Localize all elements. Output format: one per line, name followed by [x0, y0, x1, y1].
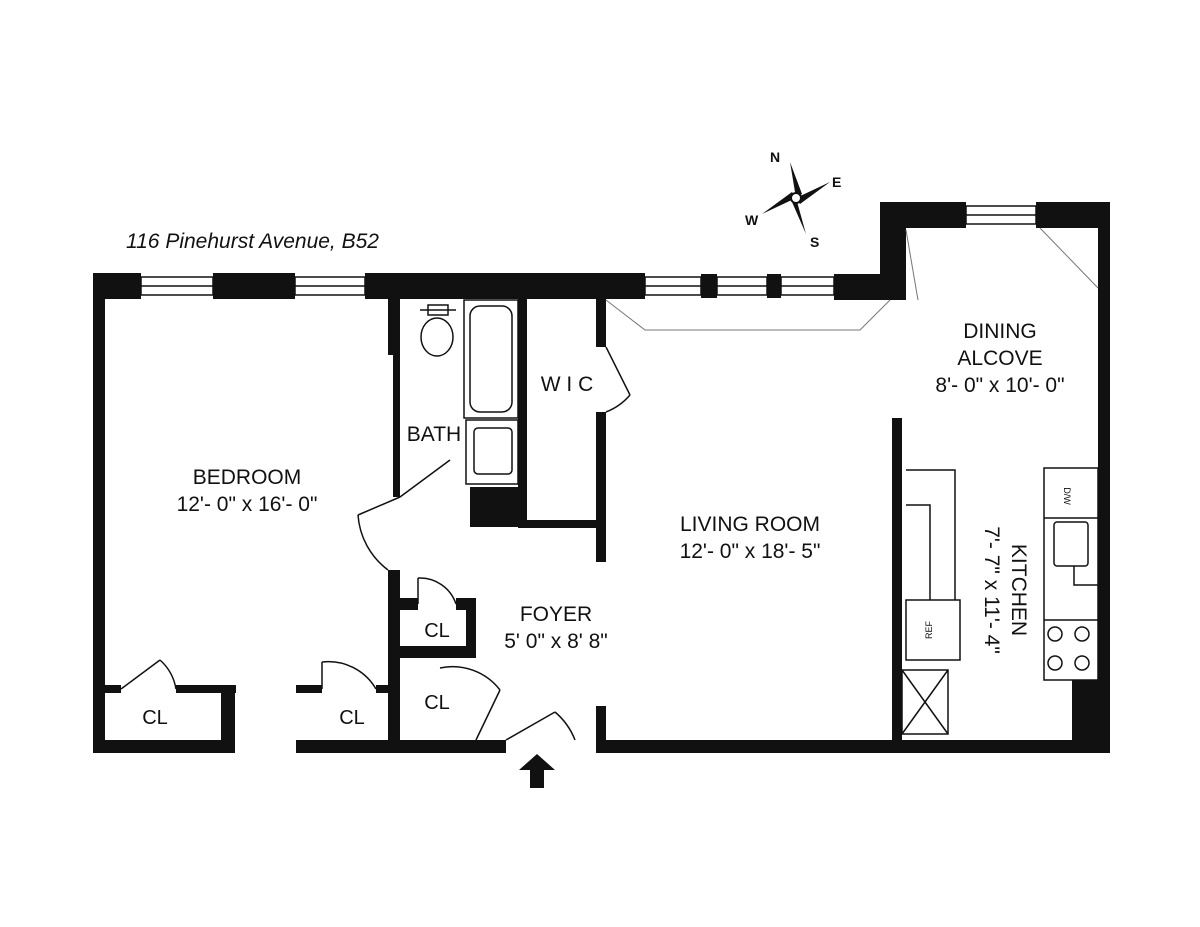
compass-w: W: [745, 212, 759, 228]
elevator-shaft: [901, 669, 949, 735]
toilet: [420, 317, 454, 357]
closet-label: CL: [339, 707, 365, 729]
dishwasher-label: D/W: [1062, 487, 1072, 505]
walls: [93, 202, 1110, 753]
compass-e: E: [832, 174, 841, 190]
doors: [120, 346, 631, 741]
closet-label: CL: [424, 620, 450, 642]
closet-label: CL: [142, 707, 168, 729]
bath-fixtures: [420, 299, 519, 485]
foyer-dims: 5' 0" x 8' 8": [504, 630, 607, 653]
entry-arrow-icon: [519, 754, 555, 788]
bath-sink: [465, 419, 519, 485]
bath-name: BATH: [407, 423, 461, 446]
dining-dims: 8'- 0" x 10'- 0": [935, 374, 1064, 397]
bedroom-dims: 12'- 0" x 16'- 0": [177, 493, 318, 516]
closet-label: CL: [424, 692, 450, 714]
compass-s: S: [810, 234, 819, 250]
compass-icon: N E S W: [745, 149, 841, 250]
dining-name-line2: ALCOVE: [957, 347, 1042, 370]
foyer-name: FOYER: [520, 603, 592, 626]
bedroom-name: BEDROOM: [193, 466, 302, 489]
windows: [140, 205, 1037, 296]
kitchen-fixtures: [901, 467, 1099, 735]
living-room-dims: 12'- 0" x 18'- 5": [680, 540, 821, 563]
soffit-lines: [605, 227, 1099, 331]
compass-n: N: [770, 149, 780, 165]
address-label: 116 Pinehurst Avenue, B52: [126, 230, 379, 253]
kitchen-name: KITCHEN: [1007, 544, 1030, 636]
refrigerator: [905, 599, 961, 661]
living-room-name: LIVING ROOM: [680, 513, 820, 536]
wic-name: W I C: [541, 373, 594, 396]
dining-name-line1: DINING: [963, 320, 1037, 343]
bathtub: [463, 299, 519, 419]
kitchen-dims: 7'- 7" x 11'- 4": [980, 526, 1003, 654]
kitchen-sink: [1053, 521, 1089, 567]
refrigerator-label: REF: [924, 620, 934, 639]
